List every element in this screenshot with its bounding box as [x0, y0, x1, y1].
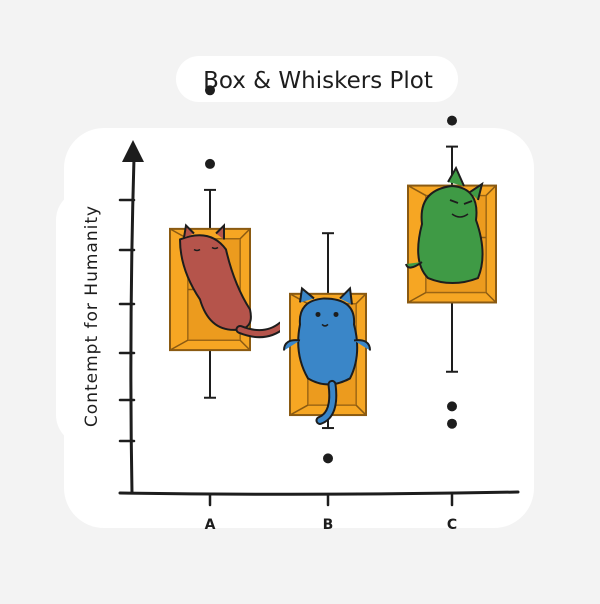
chart-decoration — [405, 261, 423, 269]
chart-decoration — [237, 322, 285, 337]
box-b — [280, 232, 376, 464]
box-inner-frame — [407, 184, 497, 304]
chart-title: Box & Whiskers Plot — [203, 68, 433, 94]
chart-decoration — [283, 339, 371, 351]
blue-cat-icon — [283, 286, 371, 425]
y-axis-arrow-icon — [122, 140, 144, 162]
y-axis-line — [129, 156, 136, 495]
outlier-point — [205, 158, 215, 169]
axes-layer: A B C — [118, 140, 520, 533]
outlier-point — [447, 115, 457, 126]
chart-decoration — [317, 381, 336, 423]
chart-decoration — [297, 297, 359, 386]
green-cat-icon — [405, 165, 484, 285]
red-cat-icon — [178, 223, 287, 339]
y-axis-label: Contempt for Humanity — [82, 205, 102, 427]
x-axis-line — [118, 490, 520, 496]
outlier-point — [447, 401, 457, 412]
outlier-point — [323, 453, 333, 464]
chart-decoration — [417, 185, 484, 285]
x-tick-label-c: C — [447, 517, 457, 533]
outlier-point — [205, 85, 215, 96]
chart-decoration — [183, 223, 225, 240]
chart-decoration — [333, 311, 339, 317]
chart-decoration — [449, 199, 473, 205]
outlier-point — [447, 418, 457, 429]
chart-decoration — [451, 213, 469, 218]
chart-decoration — [193, 246, 219, 252]
box-c — [398, 115, 506, 429]
boxes-layer — [160, 85, 506, 464]
chart-decoration — [178, 234, 252, 331]
x-tick-label-b: B — [323, 517, 334, 533]
ylabel-sticker-outline — [56, 190, 126, 445]
chart-decoration — [447, 165, 484, 201]
chart-decoration — [315, 311, 321, 317]
x-tick-label-a: A — [205, 517, 216, 533]
title-sticker-outline — [176, 56, 458, 102]
chart-decoration — [299, 286, 353, 305]
box-a — [160, 85, 287, 399]
chart-decoration — [321, 323, 329, 327]
